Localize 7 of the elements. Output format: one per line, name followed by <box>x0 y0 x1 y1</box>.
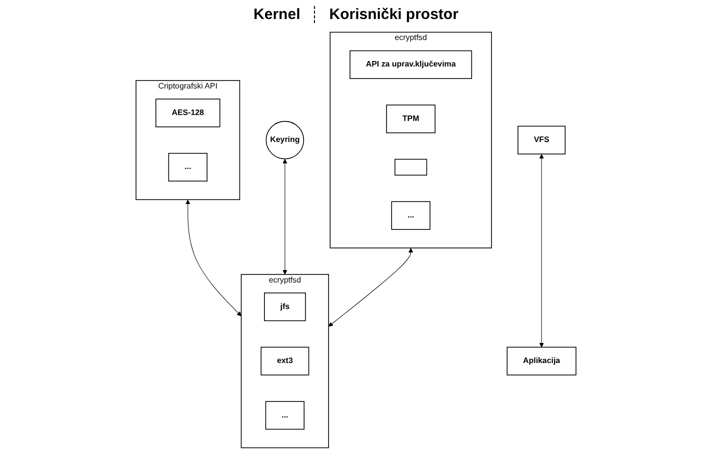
arrow <box>328 248 414 327</box>
arrow <box>186 200 242 316</box>
region-label: Kernel <box>252 6 302 22</box>
arrow <box>282 158 288 275</box>
arrow <box>539 154 544 348</box>
node-box <box>394 158 428 176</box>
region-label: Korisnički prostor <box>314 6 472 22</box>
